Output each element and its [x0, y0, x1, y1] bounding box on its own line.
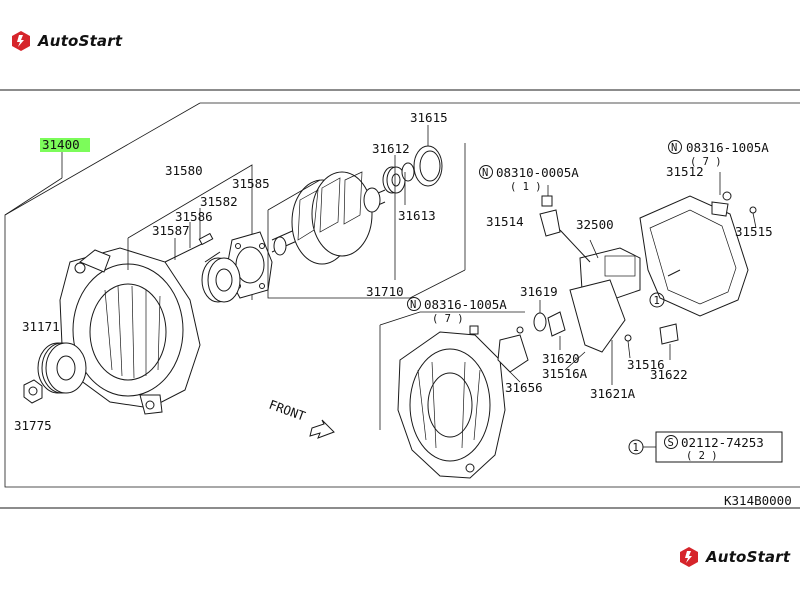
- screws: [164, 232, 221, 263]
- group-31580-bracket: [127, 164, 253, 239]
- legend: 1 S 02112-74253 ( 2 ): [628, 431, 783, 463]
- label-31582: 31582: [200, 194, 238, 209]
- legend-number: 02112-74253: [681, 435, 764, 450]
- leader-31656: [509, 371, 521, 383]
- s-prefix-icon: [664, 435, 678, 449]
- label-31516: 31516: [627, 357, 665, 372]
- label-31615: 31615: [410, 110, 448, 125]
- fastener-number: 08316-1005A: [424, 297, 507, 312]
- label-32500: 32500: [576, 217, 614, 232]
- brand-name: AutoStart: [706, 548, 791, 566]
- fastener-08316-left: N 08316-1005A ( 7 ): [407, 297, 507, 325]
- front-arrow-icon: [309, 419, 335, 439]
- leader-31516A: [564, 351, 586, 371]
- fastener-prefix: N: [410, 299, 416, 311]
- fastener-qty: ( 1 ): [510, 181, 542, 193]
- leader-31516: [627, 340, 631, 359]
- fastener-qty: ( 7 ): [690, 156, 722, 168]
- terminal-31656: [497, 326, 529, 373]
- diagram-code: K314B0000: [724, 493, 792, 508]
- fastener-number: 08310-0005A: [496, 165, 579, 180]
- ref-marker-number: 1: [654, 295, 660, 307]
- label-31710: 31710: [366, 284, 404, 299]
- group-31710-right: [409, 269, 466, 299]
- autostart-logo-icon: [680, 547, 698, 567]
- label-31514: 31514: [486, 214, 524, 229]
- spacer-ring: [401, 162, 415, 182]
- screw-31515: [749, 206, 757, 214]
- main-part-number: 31400: [42, 137, 80, 152]
- n-prefix-icon: [479, 165, 493, 179]
- label-31586: 31586: [175, 209, 213, 224]
- front-label: FRONT: [267, 397, 308, 424]
- screw-31512: [722, 191, 732, 201]
- rear-housing: [397, 331, 506, 479]
- rear-cover: [639, 195, 749, 317]
- autostart-logo-icon: [12, 31, 30, 51]
- label-31516A: 31516A: [542, 366, 588, 381]
- label-31580: 31580: [165, 163, 203, 178]
- main-part-highlight: [40, 138, 90, 152]
- fastener-08316-right: N 08316-1005A ( 7 ): [668, 140, 769, 168]
- label-31613: 31613: [398, 208, 436, 223]
- label-31612: 31612: [372, 141, 410, 156]
- fastener-qty: ( 7 ): [432, 313, 464, 325]
- brand-logo-top: AutoStart: [10, 30, 122, 52]
- label-31515: 31515: [735, 224, 773, 239]
- leader-31515: [752, 212, 757, 229]
- legend-box: [655, 431, 783, 463]
- label-31622: 31622: [650, 367, 688, 382]
- label-31775: 31775: [14, 418, 52, 433]
- legend-marker: 1: [633, 442, 639, 454]
- bracket-31512: [711, 201, 729, 217]
- label-31587: 31587: [152, 223, 190, 238]
- rotor: [271, 171, 386, 265]
- part-31514: [539, 185, 561, 237]
- part-31622: [659, 323, 679, 345]
- brand-logo-bottom: AutoStart: [678, 546, 790, 568]
- rear-housing-bracket-top: [379, 311, 421, 326]
- label-31619: 31619: [520, 284, 558, 299]
- legend-prefix: S: [668, 437, 674, 449]
- screw-31516: [624, 334, 632, 342]
- label-31656: 31656: [505, 380, 543, 395]
- assembly-outline: [4, 102, 800, 488]
- pulley: [37, 342, 87, 394]
- label-31512: 31512: [666, 164, 704, 179]
- part-31619: [533, 312, 547, 332]
- label-31620: 31620: [542, 351, 580, 366]
- front-bearing: [201, 257, 241, 303]
- brand-name: AutoStart: [38, 32, 123, 50]
- n-prefix-icon: [407, 297, 421, 311]
- group-31710-bracket: [267, 210, 410, 299]
- nut-small: [469, 325, 479, 335]
- fastener-prefix: N: [671, 142, 677, 154]
- ref-marker-circle: [649, 292, 665, 308]
- label-31621A: 31621A: [590, 386, 636, 401]
- fastener-prefix: N: [482, 167, 488, 179]
- bearing-cover: [413, 145, 443, 187]
- legend-qty: ( 2 ): [686, 450, 718, 462]
- label-31585: 31585: [232, 176, 270, 191]
- regulator: [559, 229, 641, 353]
- group-31710-top: [267, 179, 321, 211]
- rear-bearing: [382, 166, 406, 194]
- main-part-leader-2: [4, 177, 63, 216]
- label-31171: 31171: [22, 319, 60, 334]
- nut: [23, 379, 43, 404]
- front-housing: [59, 247, 201, 415]
- fastener-number: 08316-1005A: [686, 140, 769, 155]
- n-prefix-icon: [668, 140, 682, 154]
- part-31620: [547, 311, 566, 337]
- fastener-08310: N 08310-0005A ( 1 ): [479, 165, 579, 193]
